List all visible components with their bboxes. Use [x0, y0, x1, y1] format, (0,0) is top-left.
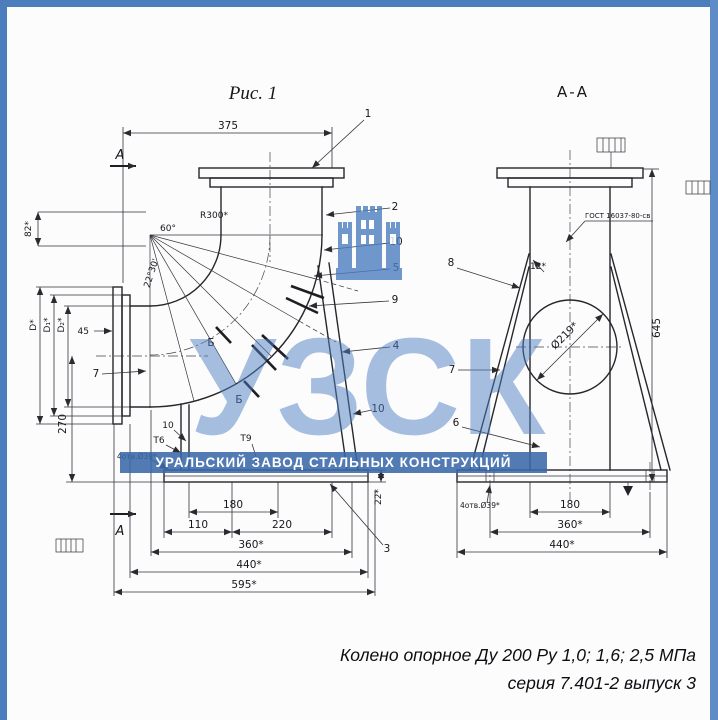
caption-line1: Колено опорное Ду 200 Ру 1,0; 1,6; 2,5 М… — [339, 645, 696, 665]
aa-holes-note: 4отв.Ø39* — [460, 501, 500, 510]
dim-595: 595* — [231, 579, 256, 591]
section-flag-b1: Б — [207, 337, 214, 349]
dim-D1: D₁* — [43, 317, 53, 333]
callout-8: 8 — [448, 257, 455, 269]
tag-t9: Т9 — [239, 434, 251, 444]
aa-weld-mark — [623, 482, 633, 496]
dim-270: 270 — [57, 414, 69, 434]
fig1-stamp — [55, 538, 84, 553]
dim-60deg: 60° — [160, 224, 176, 234]
dim-110: 110 — [188, 519, 208, 531]
callout-7: 7 — [93, 368, 100, 380]
callout-2: 2 — [392, 201, 399, 213]
callout-4: 4 — [393, 340, 400, 352]
aa-stamps — [596, 137, 711, 195]
fig1-segment-gussets — [215, 284, 325, 398]
dim-180: 180 — [223, 499, 243, 511]
callout-6: 6 — [453, 417, 460, 429]
dim-82: 82* — [24, 221, 34, 237]
caption-line2: серия 7.401-2 выпуск 3 — [507, 673, 696, 693]
callout-7-aa: 7 — [449, 364, 456, 376]
dim-360: 360* — [238, 539, 263, 551]
dim-r300: R300* — [200, 211, 228, 221]
dim-22deg30: 22°30' — [143, 258, 162, 290]
fig1-fan-lines — [149, 234, 368, 477]
drawing-caption: Колено опорное Ду 200 Ру 1,0; 1,6; 2,5 М… — [340, 641, 696, 697]
dim-360-aa: 360* — [557, 519, 582, 531]
section-aa-view: А-А ГОСТ 16037-80-св 12* Ø219* 8 7 6 645… — [448, 83, 711, 558]
callout-9: 9 — [392, 294, 399, 306]
frame-left-bar — [0, 0, 7, 720]
dim-D: D* — [29, 319, 39, 331]
fig1-dimensions — [34, 119, 391, 596]
dim-440-aa: 440* — [549, 539, 574, 551]
dim-645: 645 — [651, 318, 663, 338]
tag-t6: Т6 — [152, 436, 164, 446]
section-flag-b2: Б — [235, 394, 242, 406]
aa-details — [457, 220, 667, 482]
dim-D2: D₂* — [57, 317, 67, 333]
view-arrow-a-top: А — [115, 148, 125, 163]
fig1-title: Рис. 1 — [228, 83, 278, 104]
uzsk-logo-text: УЗСК — [189, 310, 547, 464]
uzsk-banner: УРАЛЬСКИЙ ЗАВОД СТАЛЬНЫХ КОНСТРУКЦИЙ — [120, 452, 547, 473]
view-arrow-a-bottom: А — [115, 524, 125, 539]
fig1-view: Рис. 1 375 А А R300* 60° 22°30' 82* 45 D… — [24, 83, 403, 596]
frame-right-bar — [710, 0, 718, 720]
dim-440: 440* — [236, 559, 261, 571]
gost-weld-spec: ГОСТ 16037-80-св — [585, 212, 650, 220]
callout-3: 3 — [384, 543, 391, 555]
frame-top-bar — [0, 0, 718, 7]
dim-375: 375 — [218, 120, 238, 132]
dim-45: 45 — [78, 327, 89, 337]
uzsk-building-icon — [336, 206, 402, 280]
tag-10: 10 — [162, 421, 174, 431]
dim-220: 220 — [272, 519, 292, 531]
dim-22: 22* — [374, 489, 384, 505]
dim-180-aa: 180 — [560, 499, 580, 511]
aa-dimensions — [456, 168, 668, 558]
callout-1: 1 — [365, 108, 372, 120]
section-aa-title: А-А — [557, 83, 589, 101]
callout-10b: 10 — [371, 403, 384, 415]
dim-12: 12* — [530, 262, 546, 272]
